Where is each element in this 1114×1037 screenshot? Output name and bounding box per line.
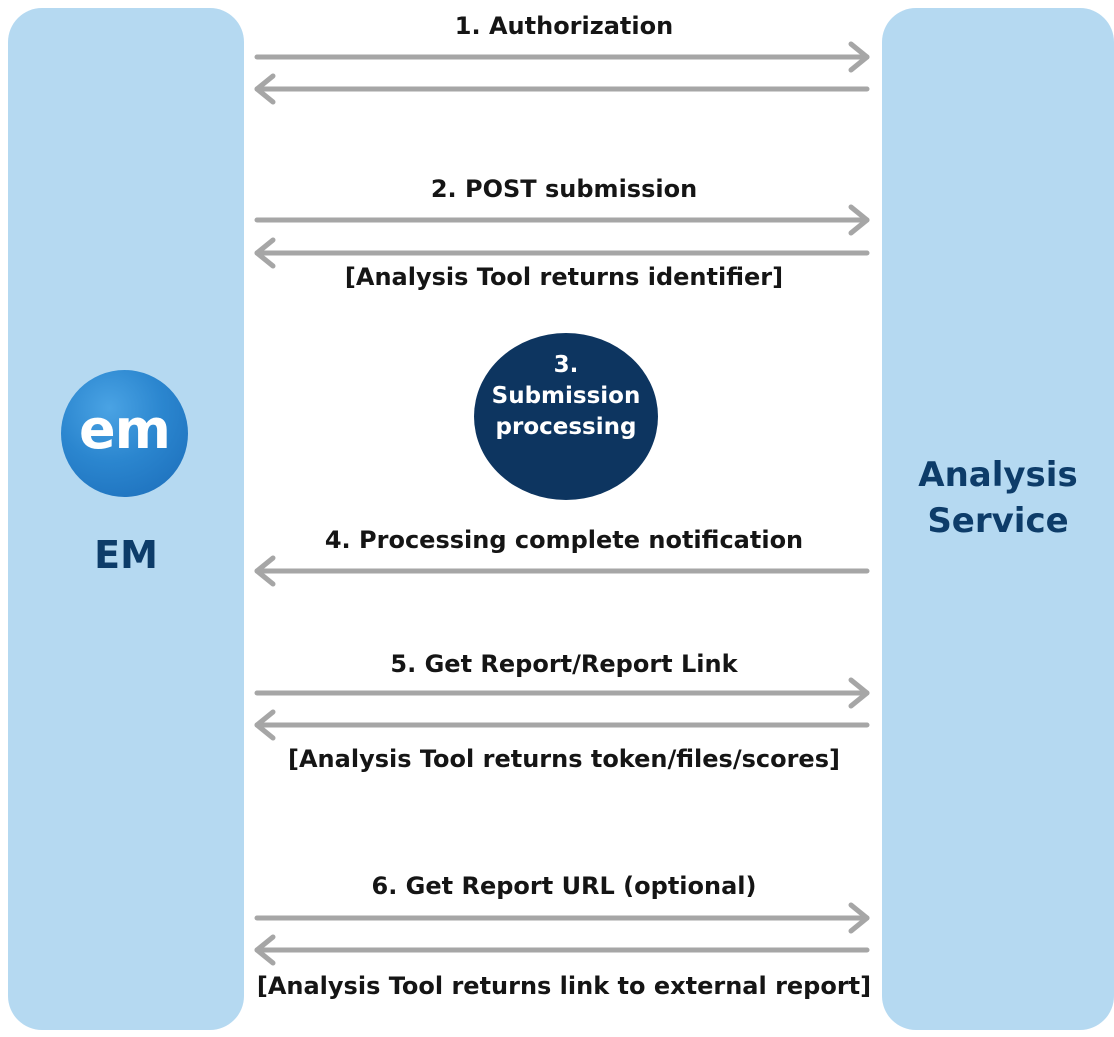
- step-5-response-arrow: [254, 709, 870, 741]
- step-6-request-arrow: [254, 902, 870, 934]
- analysis-service-title-line2: Service: [927, 501, 1069, 541]
- step-4-notification-arrow: [254, 555, 870, 587]
- step-5-request-arrow: [254, 677, 870, 709]
- processing-line-3: processing: [495, 414, 637, 440]
- step-2-request-arrow: [254, 204, 870, 236]
- step-2-label: 2. POST submission: [430, 175, 698, 203]
- processing-circle: [474, 333, 658, 500]
- step-2-response-arrow: [254, 237, 870, 269]
- step-6-response-arrow: [254, 934, 870, 966]
- em-logo-text: em: [79, 398, 171, 461]
- em-lane: [8, 8, 244, 1030]
- processing-line-2: Submission: [491, 383, 641, 409]
- step-4-label: 4. Processing complete notification: [324, 526, 804, 554]
- step-5-label: 5. Get Report/Report Link: [390, 650, 738, 678]
- processing-line-1: 3.: [553, 352, 579, 378]
- analysis-service-lane: [882, 8, 1114, 1030]
- step-5-note: [Analysis Tool returns token/files/score…: [288, 745, 840, 773]
- step-2-note: [Analysis Tool returns identifier]: [344, 263, 784, 291]
- step-1-request-arrow: [254, 41, 870, 73]
- em-lane-title: EM: [94, 533, 158, 577]
- em-logo: em: [61, 370, 188, 497]
- step-1-response-arrow: [254, 73, 870, 105]
- analysis-service-title: Analysis Service: [882, 452, 1114, 544]
- step-6-label: 6. Get Report URL (optional): [371, 872, 757, 900]
- analysis-service-title-line1: Analysis: [918, 455, 1078, 495]
- step-1-label: 1. Authorization: [454, 12, 674, 40]
- step-6-note: [Analysis Tool returns link to external …: [256, 972, 872, 1000]
- processing-circle-label: 3. Submission processing: [474, 350, 658, 443]
